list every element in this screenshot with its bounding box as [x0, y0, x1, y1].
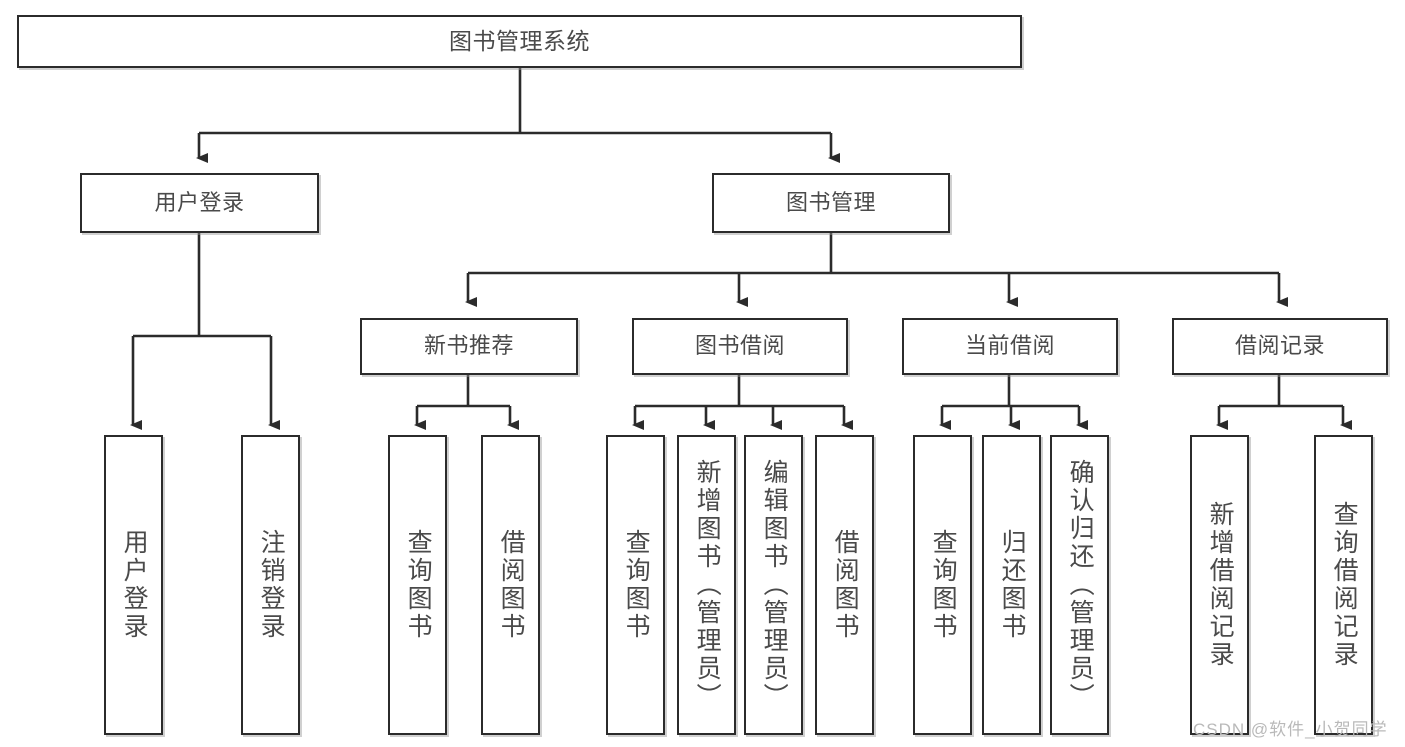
- leaf-return-book[interactable]: 归还图书: [982, 435, 1041, 735]
- node-new-book-recommend[interactable]: 新书推荐: [360, 318, 578, 375]
- node-book-borrow[interactable]: 图书借阅: [632, 318, 848, 375]
- node-label: 借阅图书: [831, 529, 860, 641]
- node-label: 确认归还（管理员）: [1066, 459, 1095, 711]
- node-label: 图书管理: [785, 189, 876, 215]
- leaf-user-login[interactable]: 用户登录: [104, 435, 163, 735]
- leaf-query-book-recommend[interactable]: 查询图书: [388, 435, 447, 735]
- node-borrow-record[interactable]: 借阅记录: [1172, 318, 1388, 375]
- node-label: 注销登录: [257, 529, 286, 641]
- node-label: 查询图书: [404, 529, 433, 641]
- leaf-add-borrow-record[interactable]: 新增借阅记录: [1190, 435, 1249, 735]
- node-label: 当前借阅: [964, 333, 1055, 359]
- watermark-text: CSDN @软件_小贺同学: [1193, 720, 1388, 739]
- node-label: 新书推荐: [423, 333, 514, 359]
- leaf-add-book-admin[interactable]: 新增图书（管理员）: [677, 435, 736, 735]
- node-label: 用户登录: [154, 189, 245, 215]
- node-label: 编辑图书（管理员）: [760, 459, 789, 711]
- leaf-query-borrow-record[interactable]: 查询借阅记录: [1314, 435, 1373, 735]
- leaf-confirm-return-admin[interactable]: 确认归还（管理员）: [1050, 435, 1109, 735]
- leaf-borrow-book[interactable]: 借阅图书: [815, 435, 874, 735]
- node-user-login[interactable]: 用户登录: [80, 173, 319, 233]
- node-label: 归还图书: [998, 529, 1027, 641]
- node-root-system[interactable]: 图书管理系统: [17, 15, 1022, 68]
- node-label: 查询借阅记录: [1330, 501, 1359, 669]
- node-current-borrow[interactable]: 当前借阅: [902, 318, 1118, 375]
- node-label: 图书管理系统: [449, 27, 590, 54]
- node-label: 借阅记录: [1234, 333, 1325, 359]
- leaf-query-book-borrow[interactable]: 查询图书: [606, 435, 665, 735]
- node-label: 借阅图书: [497, 529, 526, 641]
- node-label: 新增图书（管理员）: [693, 459, 722, 711]
- leaf-query-book-current[interactable]: 查询图书: [913, 435, 972, 735]
- node-label: 查询图书: [622, 529, 651, 641]
- node-label: 新增借阅记录: [1206, 501, 1235, 669]
- node-book-management[interactable]: 图书管理: [712, 173, 950, 233]
- node-label: 图书借阅: [694, 333, 785, 359]
- node-label: 查询图书: [929, 529, 958, 641]
- node-label: 用户登录: [120, 529, 149, 641]
- leaf-borrow-book-recommend[interactable]: 借阅图书: [481, 435, 540, 735]
- leaf-edit-book-admin[interactable]: 编辑图书（管理员）: [744, 435, 803, 735]
- leaf-logout[interactable]: 注销登录: [241, 435, 300, 735]
